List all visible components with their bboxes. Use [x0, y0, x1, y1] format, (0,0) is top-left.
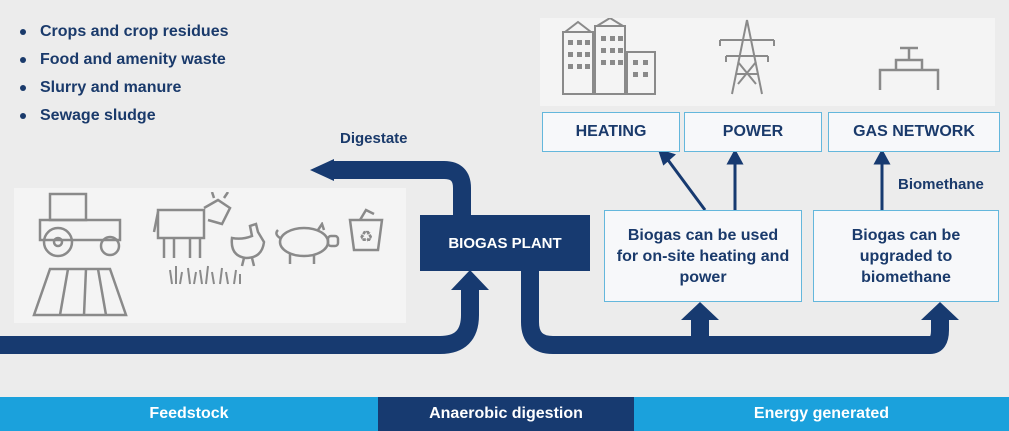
gas-network-output: GAS NETWORK: [828, 112, 1000, 152]
digestate-arrowhead: [310, 159, 334, 181]
field-icon: [32, 267, 128, 317]
feedstock-flow-arrow: [0, 286, 479, 354]
cow-icon: [152, 192, 232, 258]
onsite-arrowhead: [681, 302, 719, 320]
grass-icon: [169, 265, 241, 285]
feedstock-item: Food and amenity waste: [18, 46, 229, 74]
gas-pipe-valve-icon: [878, 46, 940, 90]
tractor-icon: [38, 192, 122, 258]
feedstock-list: Crops and crop residues Food and amenity…: [18, 18, 229, 130]
energy-flow-arrow: [521, 271, 949, 354]
feedstock-item: Sewage sludge: [18, 102, 229, 130]
upgraded-arrowhead: [921, 302, 959, 320]
stage-anaerobic-digestion: Anaerobic digestion: [378, 397, 634, 431]
plant-input-arrowhead: [451, 270, 489, 290]
feedstock-panel: [14, 188, 406, 323]
feedstock-item: Crops and crop residues: [18, 18, 229, 46]
digestate-flow-arrow: [330, 161, 471, 215]
stage-feedstock: Feedstock: [0, 397, 378, 431]
upgrade-box: Biogas can be upgraded to biomethane: [813, 210, 999, 302]
stage-energy-generated: Energy generated: [634, 397, 1009, 431]
power-output: POWER: [684, 112, 822, 152]
buildings-icon: [562, 18, 656, 95]
biogas-plant-box: BIOGAS PLANT: [420, 215, 590, 271]
digestate-label: Digestate: [340, 130, 408, 147]
recycle-bin-icon: ♻: [348, 208, 384, 252]
svg-text:♻: ♻: [359, 227, 373, 246]
onsite-use-box: Biogas can be used for on-site heating a…: [604, 210, 802, 302]
feedstock-item: Slurry and manure: [18, 74, 229, 102]
heating-output: HEATING: [542, 112, 680, 152]
chicken-icon: [230, 222, 266, 267]
onsite-to-heating-arrow: [666, 159, 707, 211]
biomethane-label: Biomethane: [898, 176, 984, 193]
pig-icon: [275, 222, 340, 264]
power-pylon-icon: [719, 19, 775, 95]
